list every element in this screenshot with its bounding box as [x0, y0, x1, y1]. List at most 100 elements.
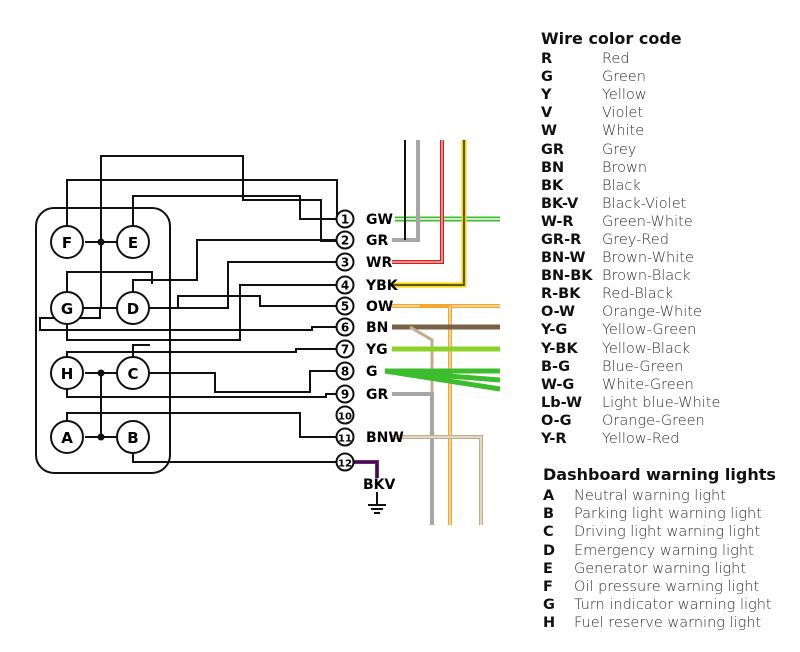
- terminal-12: 12: [335, 452, 355, 472]
- wire-label-gw: GW: [366, 212, 393, 228]
- legend-row: BK-V Black-Violet: [541, 195, 720, 213]
- legend-name: Oil pressure warning light: [574, 579, 760, 596]
- legend-code: G: [543, 597, 555, 614]
- legend-name: Fuel reserve warning light: [574, 615, 762, 632]
- legend-name: Driving light warning light: [574, 524, 761, 541]
- legend-row: BN Brown: [541, 159, 720, 177]
- legend-code: Y: [541, 87, 552, 104]
- legend-name: Neutral warning light: [574, 488, 726, 505]
- wire-label-wr: WR: [366, 255, 392, 271]
- bulb-a: A: [50, 420, 84, 454]
- legend-code: B: [543, 506, 555, 523]
- bulb-c-label: C: [127, 365, 138, 383]
- legend-name: Generator warning light: [574, 560, 747, 577]
- legend-name: Green-White: [602, 213, 693, 230]
- wire-label-bnw: BNW: [366, 430, 404, 446]
- bulb-f-label: F: [62, 234, 72, 252]
- legend-code: GR-R: [541, 231, 582, 248]
- wire-label-ow: OW: [366, 299, 393, 315]
- legend-name: White: [602, 123, 645, 140]
- legend-row: Y-BK Yellow-Black: [541, 340, 720, 358]
- terminal-7-number: 7: [341, 343, 349, 357]
- terminal-5: 5: [335, 296, 355, 316]
- bulbs: F E G D H C A B: [50, 225, 150, 454]
- terminal-10: 10: [335, 405, 355, 425]
- bulb-g: G: [50, 291, 84, 325]
- terminal-12-number: 12: [338, 459, 352, 470]
- legend-name: Emergency warning light: [574, 542, 754, 559]
- legend-code: W-R: [541, 213, 574, 230]
- legend-code: R-BK: [541, 286, 581, 303]
- legend-code: Y-BK: [541, 340, 578, 357]
- legend-row: H Fuel reserve warning light: [543, 614, 776, 632]
- legend-code: Lb-W: [541, 394, 582, 411]
- ground-icon: [368, 492, 386, 514]
- legend-name: Red-Black: [602, 286, 674, 303]
- bulb-d-label: D: [127, 300, 139, 318]
- terminal-5-number: 5: [341, 300, 349, 314]
- terminal-4: 4: [335, 275, 355, 295]
- legend-code: BN-W: [541, 250, 586, 267]
- legend-code: BK-V: [541, 195, 579, 212]
- legend-code: V: [541, 105, 553, 122]
- legend-name: Blue-Green: [602, 358, 684, 375]
- legend-row: B Parking light warning light: [543, 505, 776, 523]
- legend-code: R: [541, 51, 553, 68]
- legend-code: C: [543, 524, 554, 541]
- legend-name: Brown: [602, 159, 648, 176]
- legend-name: Violet: [602, 105, 644, 122]
- bulb-f: F: [50, 225, 84, 259]
- wire-label-gr: GR: [366, 233, 388, 249]
- legend-name: Yellow-Black: [602, 340, 691, 357]
- terminal-8: 8: [335, 361, 355, 381]
- legend-code: D: [543, 542, 556, 559]
- wire-ow-down: [420, 304, 452, 525]
- terminal-7: 7: [335, 339, 355, 359]
- legend-name: Brown-Black: [602, 268, 691, 285]
- legend-name: Parking light warning light: [574, 506, 762, 523]
- legend-row: W White: [541, 122, 720, 140]
- terminal-3: 3: [335, 252, 355, 272]
- terminal-11: 11: [335, 427, 355, 447]
- wire-label-bkv: BKV: [363, 477, 396, 493]
- bulb-d: D: [116, 291, 150, 325]
- external-wires: [352, 140, 501, 525]
- legend-row: BN-W Brown-White: [541, 249, 720, 267]
- legend-name: Yellow-Green: [602, 322, 697, 339]
- legend-name: Black-Violet: [602, 195, 687, 212]
- wire-labels: GW GR WR YBK OW BN YG G GR BNW BKV: [363, 212, 404, 493]
- bulb-h-label: H: [61, 365, 74, 383]
- legend-name: Brown-White: [602, 250, 694, 267]
- legend-code: A: [543, 488, 555, 505]
- bulb-h: H: [50, 356, 84, 390]
- legend-row: D Emergency warning light: [543, 542, 776, 560]
- wire-gr-bottom: [392, 392, 434, 525]
- legend-name: Black: [602, 177, 641, 194]
- legend-code: H: [543, 615, 556, 632]
- bulb-e: E: [116, 225, 150, 259]
- legend-row: R-BK Red-Black: [541, 285, 720, 303]
- legend-name: Red: [602, 51, 630, 68]
- legend-row: V Violet: [541, 104, 720, 122]
- wire-label-bn: BN: [366, 320, 388, 336]
- legend-name: Grey: [602, 141, 637, 158]
- legend-name: Light blue-White: [602, 394, 721, 411]
- terminal-4-number: 4: [341, 279, 349, 293]
- legend-code: O-W: [541, 304, 575, 321]
- wire-label-gr-2: GR: [366, 387, 388, 403]
- wire-label-yg: YG: [365, 342, 388, 358]
- legend-code: BN: [541, 159, 565, 176]
- terminal-11-number: 11: [338, 434, 352, 445]
- terminal-9-number: 9: [341, 388, 349, 402]
- legend-code: W: [541, 123, 557, 140]
- terminal-6: 6: [335, 317, 355, 337]
- legend-code: BK: [541, 177, 564, 194]
